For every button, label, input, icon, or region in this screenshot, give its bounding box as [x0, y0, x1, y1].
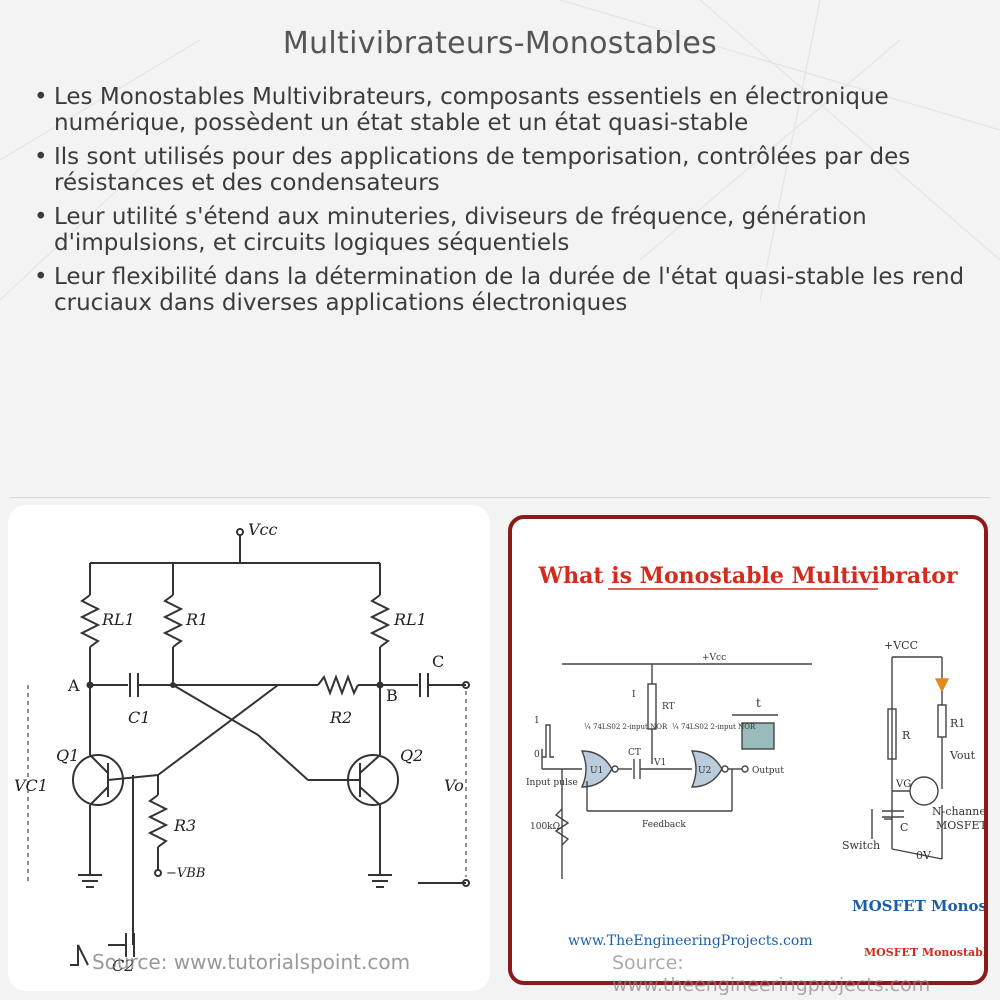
rf-label-feedback: Feedback [642, 820, 686, 830]
figure-title: What is Monostable Multivibrator [537, 563, 958, 589]
bullet-item: •Ils sont utilisés pour des applications… [32, 144, 972, 196]
rf-label-u1: U1 [590, 766, 603, 776]
bullet-item: •Leur flexibilité dans la détermination … [32, 264, 972, 316]
label-rl1-right: RL1 [393, 610, 427, 629]
rf-label-nch: N-channel [932, 805, 984, 818]
bullet-dot: • [34, 84, 48, 110]
source-caption-left: Source: www.tutorialspoint.com [92, 950, 411, 974]
rf-label-nor1: ¼ 74LS02 2-input NOR [584, 723, 668, 731]
rf-label-nor2: ¼ 74LS02 2-input NOR [672, 723, 756, 731]
bullet-text: Leur utilité s'étend aux minuteries, div… [54, 204, 867, 256]
transistor-circuit-diagram: Vcc RL1 R1 RL1 A C1 R2 B C Q1 Q2 VC1 Vo … [14, 520, 470, 975]
rf-label-vcc: +Vcc [702, 653, 726, 663]
label-vo: Vo [444, 776, 464, 795]
rf-label-zero: 0 [534, 750, 540, 760]
rf-label-switch: Switch [842, 839, 880, 852]
rf-label-t: t [756, 696, 761, 710]
label-r3: R3 [173, 816, 196, 835]
bullet-list: •Les Monostables Multivibrateurs, compos… [32, 84, 972, 324]
bullet-item: •Leur utilité s'étend aux minuteries, di… [32, 204, 972, 256]
label-rl1-left: RL1 [101, 610, 135, 629]
label-r2: R2 [329, 708, 352, 727]
bullet-dot: • [34, 204, 48, 230]
rf-label-c: C [900, 821, 908, 834]
rf-label-website: www.TheEngineeringProjects.com [568, 933, 813, 949]
label-c2: C2 [112, 956, 134, 975]
bullet-text: Leur flexibilité dans la détermination d… [54, 264, 965, 316]
section-divider [10, 497, 990, 498]
bullet-text: Les Monostables Multivibrateurs, composa… [54, 84, 889, 136]
rf-label-output: Output [752, 766, 784, 776]
rf-label-vcc2: +VCC [884, 639, 918, 652]
label-q2: Q2 [400, 746, 423, 765]
label-node-b: B [386, 686, 398, 705]
bullet-dot: • [34, 144, 48, 170]
label-c: C [432, 652, 444, 671]
rf-label-ct: CT [628, 748, 641, 758]
page-title: Multivibrateurs-Monostables [282, 26, 718, 61]
bullet-item: •Les Monostables Multivibrateurs, compos… [32, 84, 972, 136]
label-vbb: −VBB [166, 866, 205, 881]
bullet-dot: • [34, 264, 48, 290]
rf-label-v1: V1 [653, 758, 666, 768]
rf-label-i: I [632, 690, 636, 700]
label-r1: R1 [185, 610, 208, 629]
rf-label-mosfet: MOSFET [936, 819, 984, 832]
rf-label-rt: RT [662, 702, 675, 712]
rf-label-one: 1 [534, 716, 540, 726]
rf-label-vg: VG [895, 779, 911, 790]
rf-label-mosfet-mono-red: MOSFET Monostable [864, 946, 984, 959]
label-q1: Q1 [56, 746, 79, 765]
transistor-circuit-panel: Vcc RL1 R1 RL1 A C1 R2 B C Q1 Q2 VC1 Vo … [8, 505, 490, 991]
background-network-lines [0, 0, 1000, 301]
rf-label-r1: R1 [950, 717, 965, 730]
rf-label-0v: 0V [916, 849, 932, 862]
label-vc1: VC1 [14, 776, 48, 795]
label-node-a: A [67, 676, 80, 695]
rf-label-100k: 100kΩ [530, 822, 560, 832]
rf-label-vout: Vout [949, 749, 976, 762]
bullet-text: Ils sont utilisés pour des applications … [54, 144, 911, 196]
rf-label-r: R [902, 729, 911, 742]
source-caption-right: Source: www.theengineeringprojects.com [612, 952, 931, 996]
monostable-figure-diagram: What is Monostable Multivibrator [526, 563, 1000, 959]
monostable-figure-panel: What is Monostable Multivibrator [508, 515, 1000, 985]
rf-label-u2: U2 [698, 766, 711, 776]
label-c1: C1 [128, 708, 150, 727]
rf-label-mosfet-mono: MOSFET Monostable [852, 897, 984, 915]
label-vcc: Vcc [248, 520, 278, 539]
rf-label-input-pulse: Input pulse [526, 778, 578, 788]
